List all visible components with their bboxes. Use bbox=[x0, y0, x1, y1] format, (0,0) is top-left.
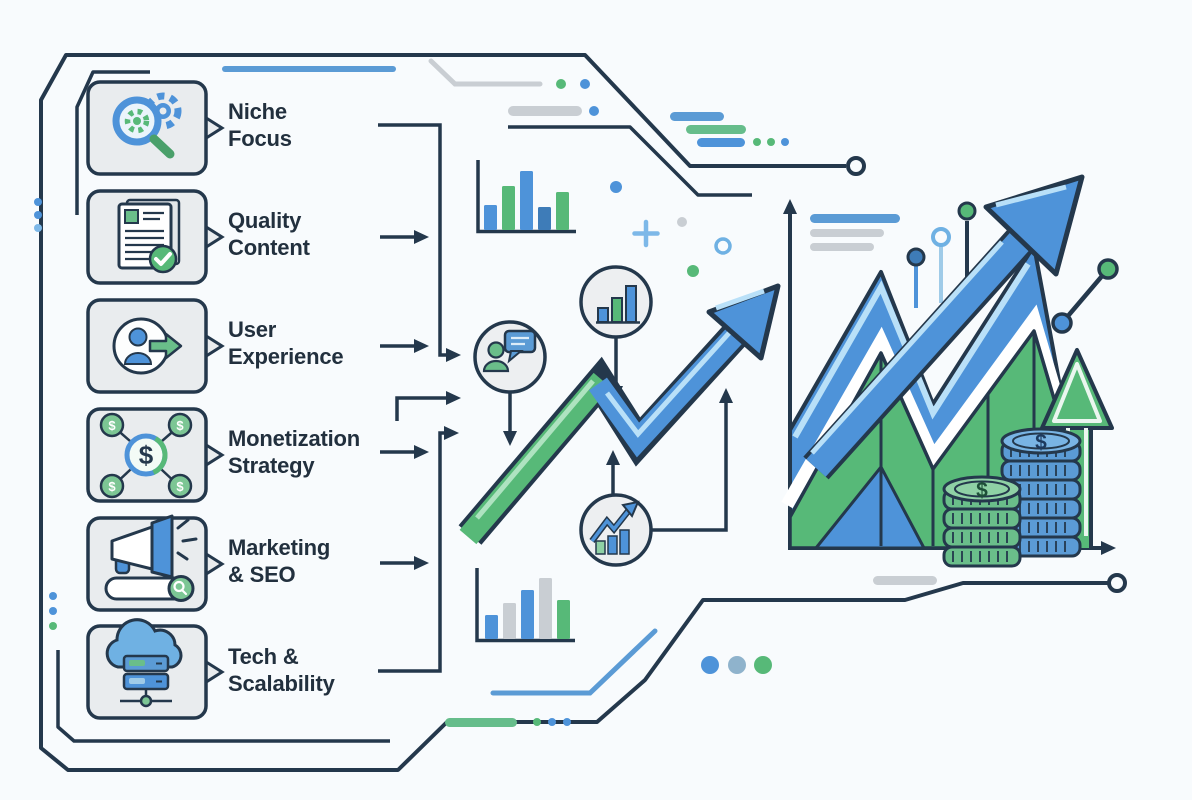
magnifier-gear-icon bbox=[112, 92, 182, 159]
dot bbox=[754, 656, 772, 674]
plus-icon bbox=[632, 219, 660, 248]
mini-bar-chart-bottom bbox=[475, 568, 575, 643]
connector-collector bbox=[378, 426, 459, 673]
dot bbox=[49, 607, 57, 615]
dot bbox=[728, 656, 746, 674]
dot bbox=[563, 718, 571, 726]
mini-chart-bar bbox=[557, 600, 570, 639]
dot bbox=[49, 592, 57, 600]
mini-chart-bar bbox=[538, 207, 551, 230]
coin-stack-blue: $ bbox=[1000, 427, 1082, 558]
dollar-network-icon: $ $ $ $ $ bbox=[99, 412, 193, 499]
dot bbox=[34, 198, 42, 206]
svg-text:$: $ bbox=[108, 479, 116, 494]
step-box-quality-content bbox=[86, 189, 225, 285]
mini-chart-bar bbox=[502, 186, 515, 230]
megaphone-search-icon bbox=[104, 514, 198, 602]
center-growth-arrow bbox=[458, 283, 781, 545]
green-pill bbox=[686, 125, 746, 134]
frame-node-circle bbox=[846, 156, 866, 176]
trend-line-icon bbox=[579, 493, 653, 567]
mini-chart-bar bbox=[484, 205, 497, 230]
svg-text:$: $ bbox=[176, 418, 184, 433]
documents-check-icon bbox=[117, 198, 181, 274]
frame-inner-topright bbox=[508, 125, 752, 197]
user-arrow-icon bbox=[112, 317, 183, 375]
decor-accents bbox=[34, 58, 937, 727]
mini-bar-chart-icon bbox=[579, 265, 653, 339]
dot bbox=[34, 211, 42, 219]
dot bbox=[34, 224, 42, 232]
mini-chart-bar bbox=[503, 603, 516, 639]
facet-lines bbox=[879, 331, 1036, 546]
mini-bar-chart-top bbox=[476, 160, 576, 234]
gray-accent-line bbox=[428, 58, 543, 87]
speech-person-icon bbox=[473, 320, 547, 394]
dollar-sign: $ bbox=[139, 440, 154, 470]
gray-pill bbox=[810, 229, 884, 237]
pin-markers bbox=[906, 201, 977, 308]
gray-pill bbox=[873, 576, 937, 585]
blue-pill bbox=[810, 214, 900, 223]
mini-chart-bar bbox=[520, 171, 533, 230]
step-box-marketing-seo bbox=[86, 514, 225, 612]
connector-trend-elbow bbox=[651, 388, 733, 532]
svg-text:$: $ bbox=[176, 479, 184, 494]
dot bbox=[548, 718, 556, 726]
dot bbox=[687, 265, 699, 277]
ring-icon bbox=[714, 237, 732, 255]
green-pill bbox=[445, 718, 517, 727]
step-box-tech-scalability bbox=[86, 618, 225, 720]
growth-chart: $ $ bbox=[781, 174, 1119, 568]
frame-inner-bottom bbox=[56, 650, 390, 743]
dollar-sign: $ bbox=[1035, 431, 1047, 454]
blue-pill bbox=[697, 138, 745, 147]
dot bbox=[767, 138, 775, 146]
frame-node-circle bbox=[1107, 573, 1127, 593]
mini-chart-bar bbox=[521, 590, 534, 639]
dot bbox=[49, 622, 57, 630]
blue-pill bbox=[670, 112, 724, 121]
mountain-blue-base bbox=[812, 464, 927, 550]
svg-text:$: $ bbox=[108, 418, 116, 433]
dot bbox=[589, 106, 599, 116]
dot bbox=[701, 656, 719, 674]
mini-chart-bar bbox=[539, 578, 552, 639]
step-box-niche-focus bbox=[86, 80, 225, 176]
frame-inner-top bbox=[75, 70, 150, 215]
dot bbox=[533, 718, 541, 726]
cloud-server-icon bbox=[105, 618, 183, 708]
blue-angle-line bbox=[490, 628, 658, 696]
dot bbox=[753, 138, 761, 146]
connector-elbow-up bbox=[395, 391, 461, 421]
gray-pill bbox=[810, 243, 874, 251]
gray-pill bbox=[508, 106, 582, 116]
dollar-sign: $ bbox=[976, 479, 988, 502]
step-boxes: $ $ $ $ $ bbox=[86, 80, 225, 720]
dot bbox=[580, 79, 590, 89]
dot bbox=[677, 217, 687, 227]
big-blue-arrow bbox=[803, 174, 1085, 480]
coin-stack-green: $ bbox=[942, 475, 1022, 568]
dot bbox=[781, 138, 789, 146]
mini-chart-bar bbox=[556, 192, 569, 230]
dot bbox=[556, 79, 566, 89]
step-box-user-experience bbox=[86, 298, 225, 394]
frame-outer bbox=[39, 53, 1108, 772]
frame-lines bbox=[39, 53, 1127, 772]
dot-link bbox=[1051, 258, 1119, 334]
dot bbox=[610, 181, 622, 193]
mini-chart-bar bbox=[485, 615, 498, 639]
connector-niche bbox=[378, 123, 461, 362]
step-box-monetization: $ $ $ $ $ bbox=[86, 407, 225, 503]
